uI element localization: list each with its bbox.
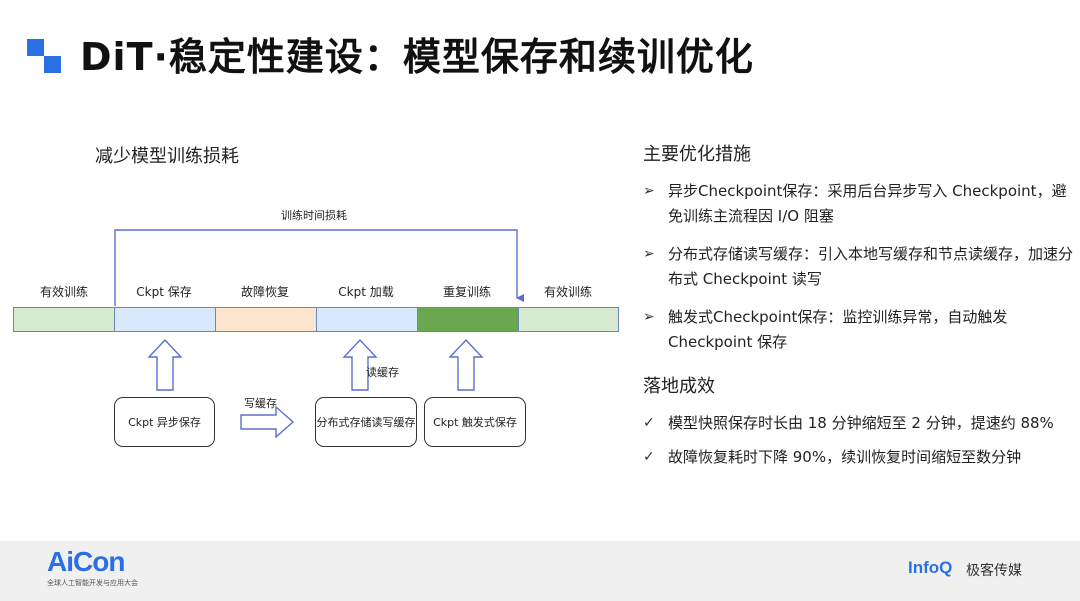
segment-label: Ckpt 加载 — [338, 285, 394, 299]
segment-label: 重复训练 — [442, 285, 491, 299]
check-icon: ✓ — [643, 415, 655, 431]
aicon-logo: AiCon — [47, 546, 125, 577]
measure-item: ➢ 触发式Checkpoint保存：监控训练异常，自动触发 Checkpoint… — [643, 305, 1080, 355]
results-heading: 落地成效 — [643, 376, 715, 397]
right-column: 主要优化措施 ➢ 异步Checkpoint保存：采用后台异步写入 Checkpo… — [643, 140, 1080, 470]
check-icon: ✓ — [643, 449, 655, 465]
loss-bracket — [114, 229, 524, 306]
footer — [0, 541, 1080, 601]
segment-label: 有效训练 — [543, 285, 592, 299]
page-title: DiT·稳定性建设：模型保存和续训优化 — [80, 35, 754, 79]
measure-item: ➢ 异步Checkpoint保存：采用后台异步写入 Checkpoint，避免训… — [643, 179, 1080, 229]
trigger-save-box: Ckpt 触发式保存 — [424, 397, 526, 447]
segment-ckpt-save — [114, 307, 216, 332]
diagram-lines — [114, 229, 524, 439]
arrow-bullet-icon: ➢ — [643, 246, 655, 262]
segment-fault-recovery — [215, 307, 317, 332]
segment-label: 有效训练 — [39, 285, 88, 299]
aicon-subtitle: 全球人工智能开发与应用大会 — [47, 579, 138, 587]
arrow-bullet-icon: ➢ — [643, 183, 655, 199]
result-item: ✓ 模型快照保存时长由 18 分钟缩短至 2 分钟，提速约 88% — [643, 411, 1080, 436]
read-cache-label: 读缓存 — [366, 366, 399, 379]
title-logo-icon — [27, 39, 63, 75]
segment-effective-training — [13, 307, 115, 332]
infoq-logo: InfoQ — [908, 558, 953, 577]
measures-heading: 主要优化措施 — [643, 144, 751, 165]
left-heading: 减少模型训练损耗 — [95, 146, 239, 167]
segment-effective-training — [518, 307, 619, 332]
async-save-box: Ckpt 异步保存 — [114, 397, 215, 447]
measure-item: ➢ 分布式存储读写缓存：引入本地写缓存和节点读缓存，加速分布式 Checkpoi… — [643, 242, 1080, 292]
up-arrow-icon — [342, 338, 378, 391]
segment-label: 故障恢复 — [240, 285, 289, 299]
training-timeline-diagram: 训练时间损耗 有效训练 Ckpt 保存 故障恢复 Ckpt 加载 重复训练 有效… — [0, 190, 640, 460]
up-arrow-icon — [448, 338, 484, 391]
segment-label: Ckpt 保存 — [136, 285, 192, 299]
distributed-cache-box: 分布式存储读写缓存 — [315, 397, 417, 447]
up-arrow-icon — [147, 338, 183, 391]
geek-media-logo: 极客传媒 — [966, 563, 1022, 579]
right-arrow-icon — [240, 405, 295, 439]
segment-ckpt-load — [316, 307, 418, 332]
loss-label: 训练时间损耗 — [281, 209, 347, 222]
arrow-bullet-icon: ➢ — [643, 309, 655, 325]
write-cache-label: 写缓存 — [244, 397, 277, 410]
result-item: ✓ 故障恢复耗时下降 90%，续训恢复时间缩短至数分钟 — [643, 445, 1080, 470]
segment-repeat-training — [417, 307, 519, 332]
